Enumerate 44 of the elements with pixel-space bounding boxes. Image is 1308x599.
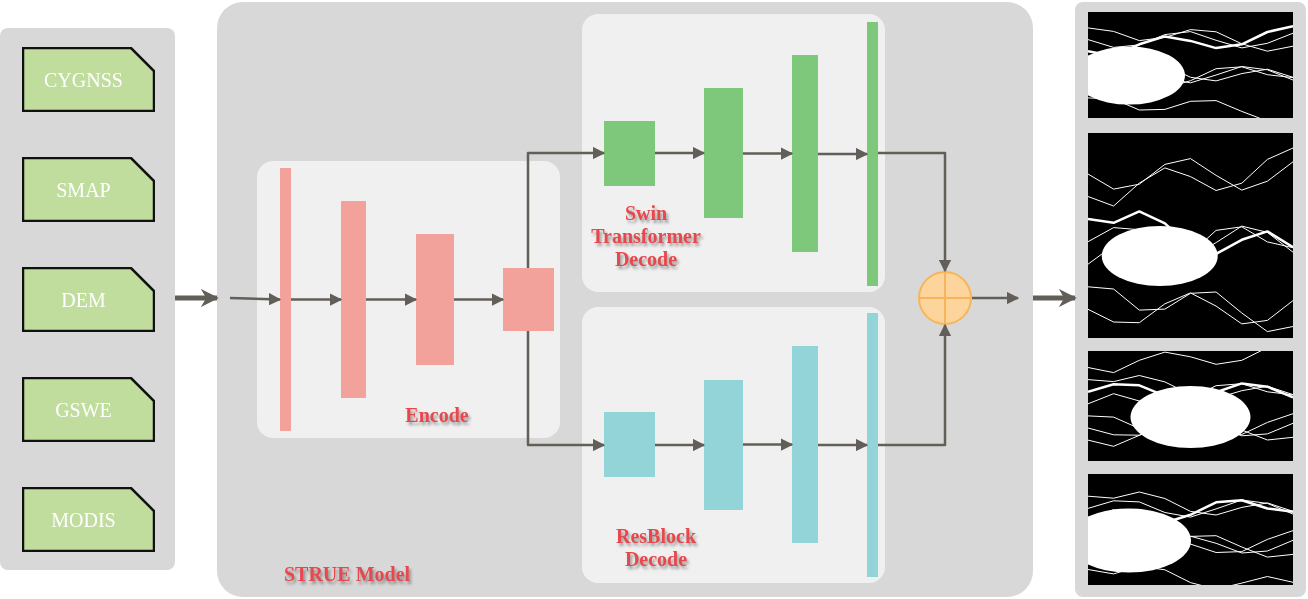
feature-bar: [416, 234, 454, 365]
arrow: [972, 291, 1020, 305]
panel-label: STRUE Model: [282, 563, 412, 586]
file-label: DEM: [60, 288, 107, 311]
arrow: [526, 331, 606, 452]
arrow: [175, 289, 219, 307]
arrow: [818, 147, 869, 161]
arrow: [366, 293, 418, 306]
panel-label: ResBlock Decode: [615, 525, 697, 571]
module-panel: [582, 14, 885, 292]
feature-bar: [341, 201, 366, 398]
arrow: [743, 438, 794, 451]
feature-bar: [867, 22, 878, 286]
feature-bar: [704, 380, 743, 510]
feature-bar: [503, 268, 554, 331]
arrow: [655, 438, 706, 452]
file-label: SMAP: [55, 178, 112, 201]
arrow: [229, 292, 282, 306]
file-label: CYGNSS: [43, 68, 124, 91]
arrow: [454, 293, 505, 306]
arrow: [291, 293, 343, 306]
arrow: [878, 323, 952, 447]
arrow: [818, 438, 869, 452]
arrow: [1033, 289, 1077, 307]
panel-label: Encode: [404, 404, 470, 427]
feature-bar: [604, 121, 655, 186]
feature-bar: [704, 88, 743, 218]
panel-background: [0, 28, 175, 570]
feature-bar: [792, 346, 818, 543]
module-panel: [257, 161, 560, 438]
arrow: [878, 151, 952, 273]
feature-bar: [792, 55, 818, 252]
panel-label: Swin Transformer Decode: [590, 202, 702, 271]
arrow: [743, 147, 794, 160]
module-panel: [582, 307, 885, 583]
feature-bar: [280, 168, 291, 431]
model-panel: [217, 2, 1033, 597]
file-label: MODIS: [50, 508, 117, 531]
arrow: [655, 146, 706, 160]
file-label: GSWE: [54, 398, 113, 421]
feature-bar: [867, 313, 878, 577]
feature-bar: [604, 412, 655, 477]
arrow: [526, 146, 606, 268]
panel-background: [1075, 2, 1306, 597]
